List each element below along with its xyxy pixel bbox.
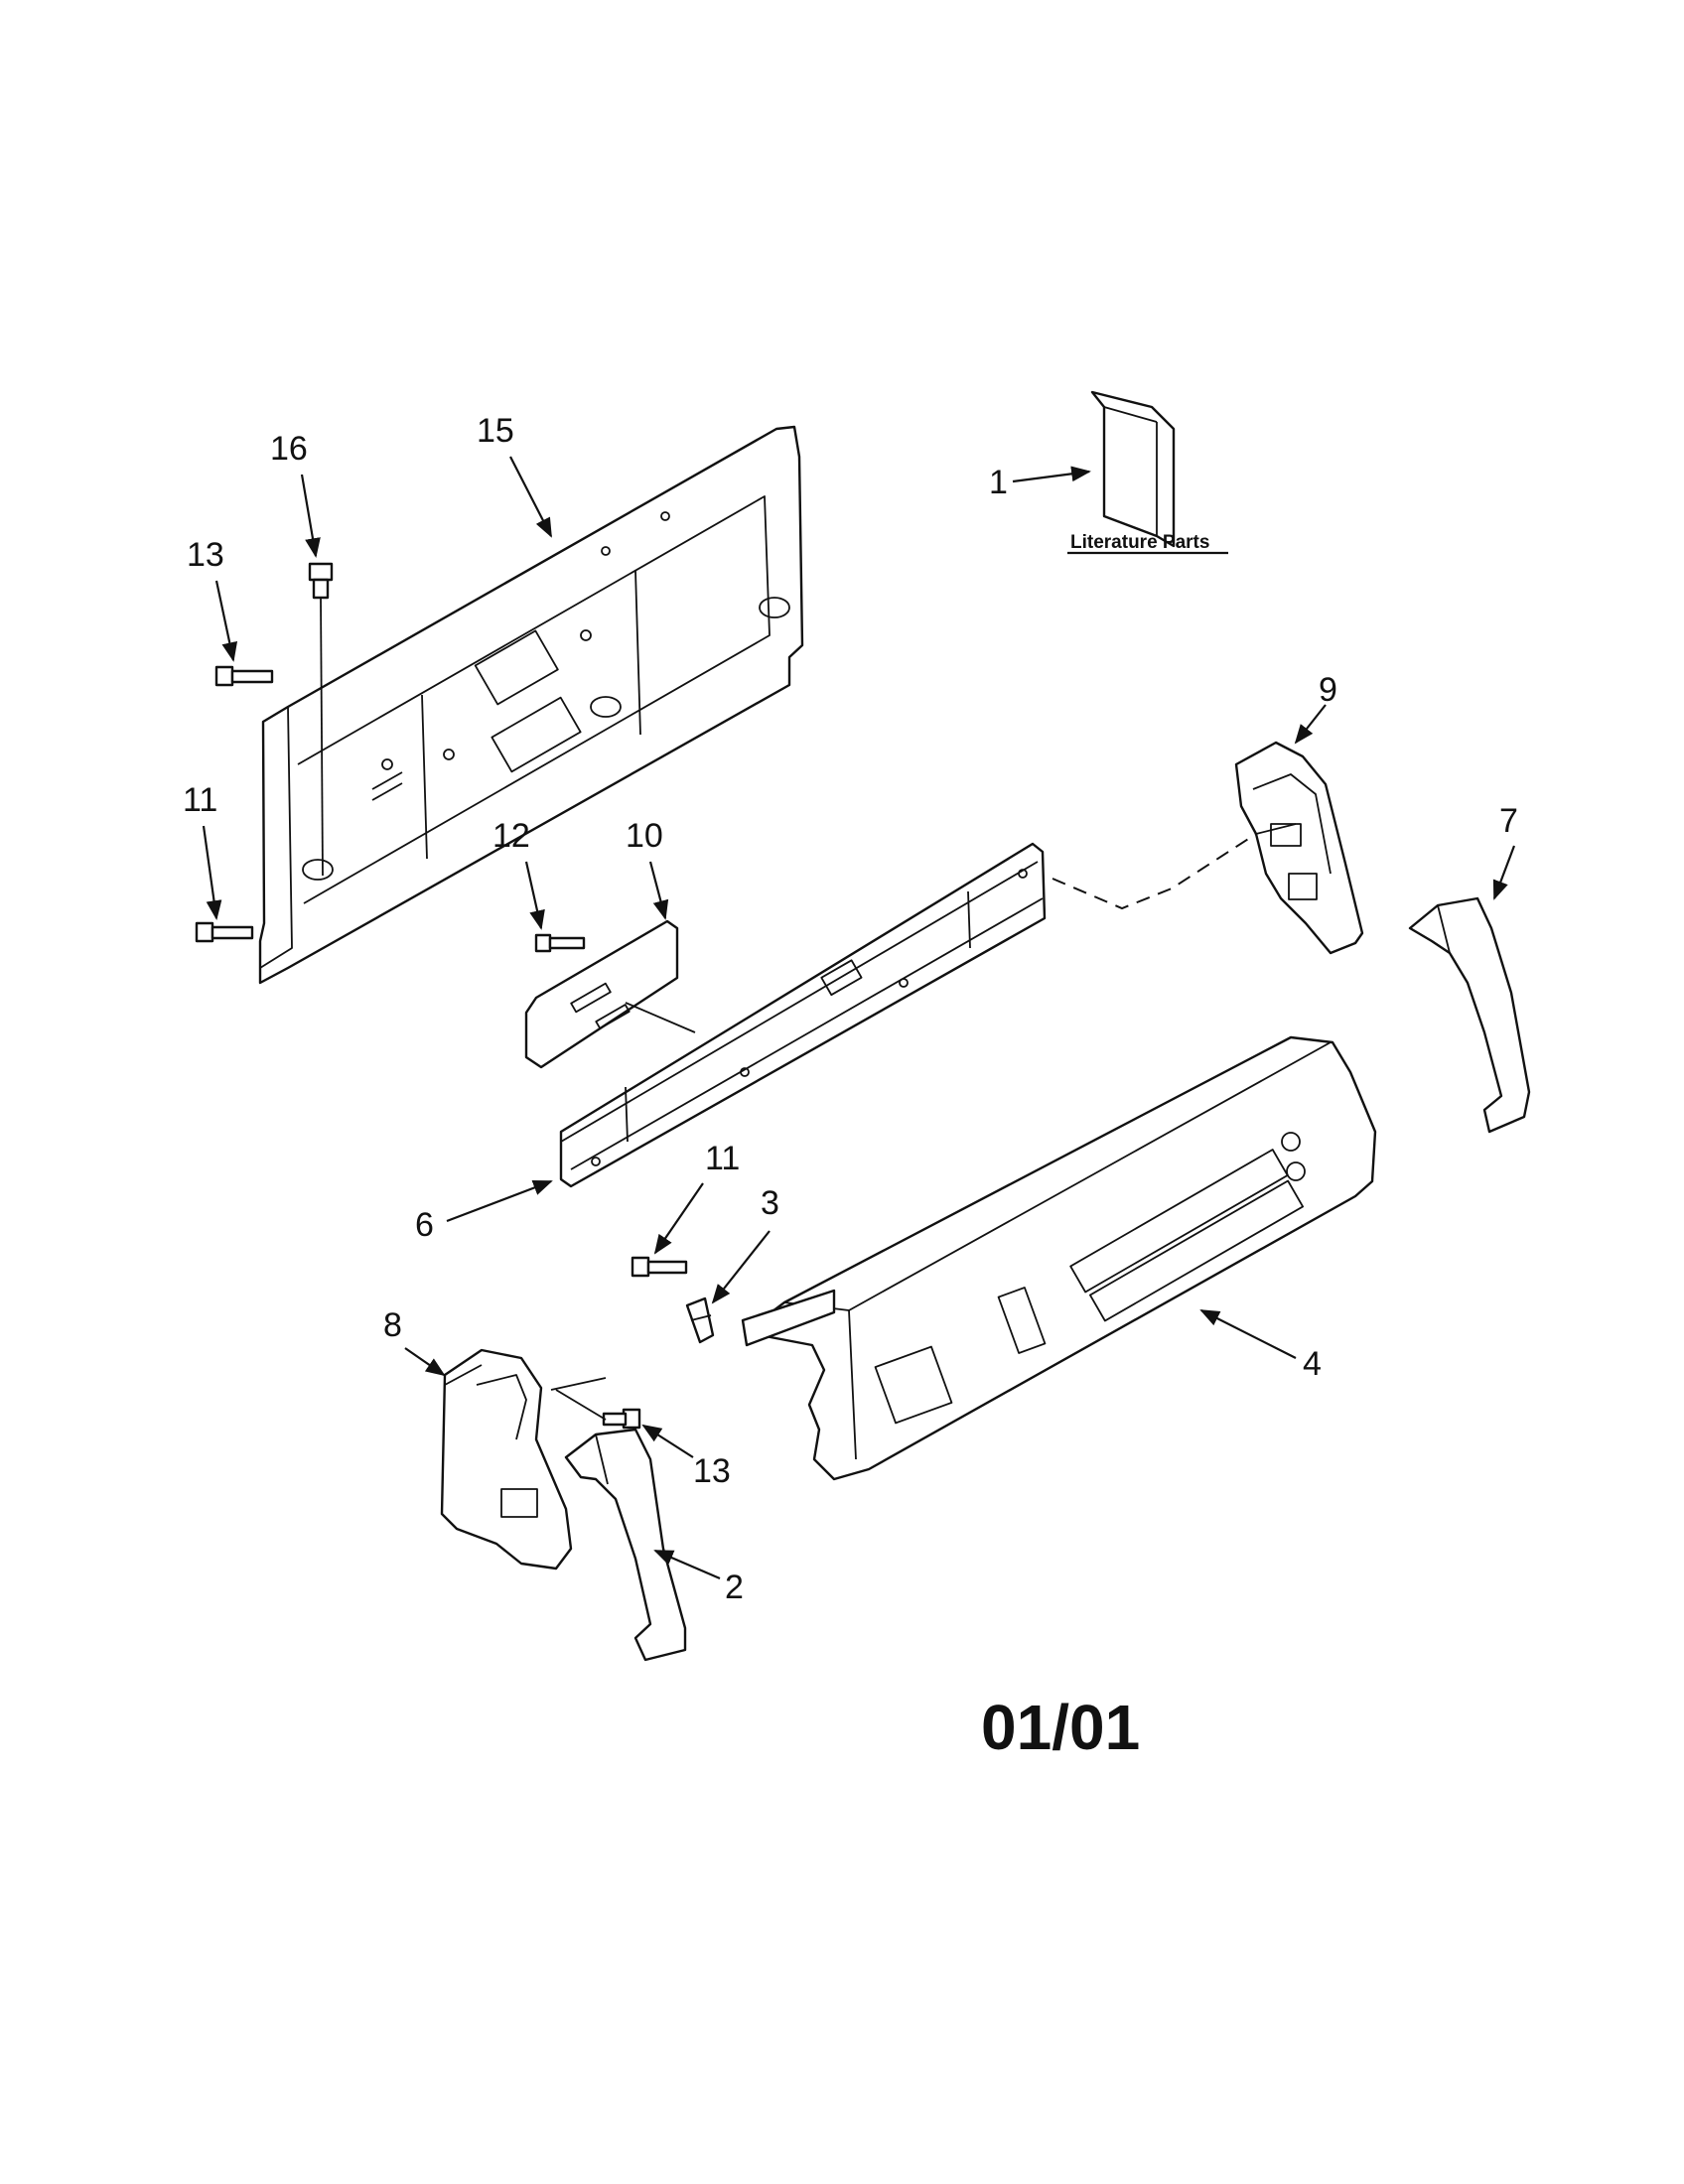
callout-7: 7 xyxy=(1499,802,1518,840)
rear-panel-part-15 xyxy=(258,425,804,985)
callout-16: 16 xyxy=(270,430,308,468)
screw-part-13-upper xyxy=(214,665,274,687)
callout-13-upper: 13 xyxy=(187,536,224,574)
screw-part-12 xyxy=(534,933,586,953)
dashed-connector xyxy=(1052,833,1257,910)
control-panel-part-4 xyxy=(741,1035,1377,1481)
callout-2: 2 xyxy=(725,1569,744,1606)
page-code: 01/01 xyxy=(981,1692,1140,1763)
literature-parts-label: Literature Parts xyxy=(1070,532,1209,553)
end-cap-part-8 xyxy=(440,1348,607,1570)
callout-13-lower: 13 xyxy=(693,1452,731,1490)
screw-part-11-left xyxy=(195,921,254,943)
clip-part-3 xyxy=(685,1297,715,1344)
literature-part-1 xyxy=(1090,390,1176,548)
callout-labels: 1 15 16 13 11 12 10 9 7 6 11 3 4 8 13 2 xyxy=(183,412,1518,1606)
callout-15: 15 xyxy=(477,412,514,450)
screw-part-13-lower xyxy=(555,1389,641,1430)
callout-8: 8 xyxy=(383,1306,402,1344)
leader-lines xyxy=(202,456,1516,1580)
callout-10: 10 xyxy=(626,817,663,855)
handle-end-part-2 xyxy=(564,1428,687,1662)
end-cap-part-9 xyxy=(1234,741,1364,955)
callout-11-mid: 11 xyxy=(705,1140,740,1177)
screw-part-11-mid xyxy=(631,1256,688,1278)
callout-1: 1 xyxy=(989,464,1008,501)
callout-6: 6 xyxy=(415,1206,434,1244)
callout-9: 9 xyxy=(1319,671,1337,709)
control-board-part-10 xyxy=(524,919,696,1069)
handle-end-part-7 xyxy=(1408,896,1531,1134)
screw-part-16 xyxy=(308,562,334,877)
callout-12: 12 xyxy=(492,817,530,855)
callout-4: 4 xyxy=(1303,1345,1322,1383)
callout-3: 3 xyxy=(761,1184,779,1222)
callout-11-left: 11 xyxy=(183,781,217,819)
bracket-rail-part-6 xyxy=(559,842,1047,1188)
